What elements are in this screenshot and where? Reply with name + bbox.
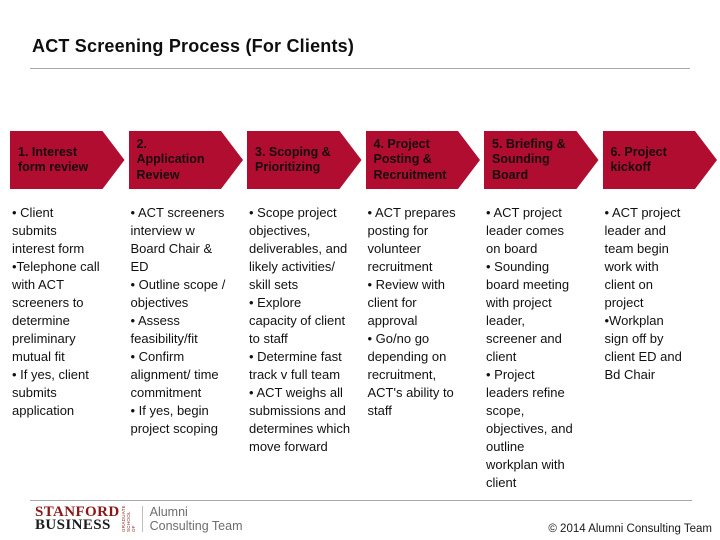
- copyright-text: © 2014 Alumni Consulting Team: [548, 523, 712, 535]
- bullet-item: • If yes, begin project scoping: [130, 403, 218, 436]
- logo-graduate-school-vertical-text: GRADUATE SCHOOL OF: [120, 506, 136, 532]
- bullet-item: • ACT project leader and team begin work…: [604, 205, 681, 310]
- step-details-column-5: • ACT project leader comes on board • So…: [484, 204, 599, 492]
- step-details-column-6: • ACT project leader and team begin work…: [603, 204, 718, 492]
- stanford-business-logo: STANFORD BUSINESS GRADUATE SCHOOL OF Alu…: [35, 504, 243, 534]
- logo-business-line: BUSINESS: [35, 517, 111, 533]
- bullet-item: • ACT prepares posting for volunteer rec…: [367, 205, 456, 274]
- bullet-item: • Go/no go depending on recruitment, ACT…: [367, 331, 454, 418]
- step-details-column-4: • ACT prepares posting for volunteer rec…: [366, 204, 481, 492]
- step-details-column-2: • ACT screeners interview w Board Chair …: [129, 204, 244, 492]
- bullet-item: •Telephone call with ACT screeners to de…: [12, 259, 100, 364]
- bullet-item: •Workplan sign off by client ED and Bd C…: [604, 313, 682, 382]
- bullet-item: • Scope project objectives, deliverables…: [249, 205, 348, 292]
- process-step-arrow-3: 3. Scoping & Prioritizing: [247, 131, 362, 189]
- process-step-arrow-6: 6. Project kickoff: [603, 131, 718, 189]
- process-step-arrow-1: 1. Interest form review: [10, 131, 125, 189]
- step-label: 4. Project Posting & Recruitment: [373, 136, 447, 182]
- bullet-item: • Review with client for approval: [367, 277, 446, 328]
- step-label: 3. Scoping & Prioritizing: [255, 144, 331, 174]
- step-details-grid: • Client submits interest form •Telephon…: [10, 204, 717, 492]
- process-step-arrow-5: 5. Briefing & Sounding Board: [484, 131, 599, 189]
- bullet-item: • ACT project leader comes on board: [486, 205, 565, 256]
- logo-alumni-line: Alumni: [149, 505, 188, 519]
- bullet-item: • Determine fast track v full team: [249, 349, 342, 382]
- logo-consulting-team-line: Consulting Team: [149, 519, 243, 533]
- bullet-item: • Outline scope / objectives: [130, 277, 226, 310]
- step-label: 2. Application Review: [136, 136, 205, 182]
- bullet-item: • Confirm alignment/ time commitment: [130, 349, 219, 400]
- bullet-item: • Explore capacity of client to staff: [249, 295, 346, 346]
- logo-school-text: STANFORD BUSINESS: [35, 504, 120, 533]
- logo-stanford-line: STANFORD: [35, 504, 120, 520]
- process-step-arrow-4: 4. Project Posting & Recruitment: [366, 131, 481, 189]
- bullet-item: • Assess feasibility/fit: [130, 313, 198, 346]
- bullet-item: • Project leaders refine scope, objectiv…: [486, 367, 573, 490]
- step-label: 5. Briefing & Sounding Board: [492, 136, 566, 182]
- bullet-item: • ACT weighs all submissions and determi…: [249, 385, 351, 454]
- page-title: ACT Screening Process (For Clients): [32, 36, 355, 56]
- step-details-column-1: • Client submits interest form •Telephon…: [10, 204, 125, 492]
- logo-alumni-consulting-text: Alumni Consulting Team: [150, 505, 243, 533]
- bullet-item: • ACT screeners interview w Board Chair …: [130, 205, 225, 274]
- step-label: 6. Project kickoff: [610, 144, 667, 174]
- bullet-item: • Client submits interest form: [12, 205, 85, 256]
- step-label: 1. Interest form review: [18, 144, 89, 174]
- bullet-item: • If yes, client submits application: [12, 367, 89, 418]
- process-step-arrow-2: 2. Application Review: [129, 131, 244, 189]
- logo-divider: [141, 506, 143, 532]
- bullet-item: • Sounding board meeting with project le…: [486, 259, 570, 364]
- process-arrows: 1. Interest form review 2. Application R…: [10, 131, 717, 189]
- footer-divider: [30, 500, 692, 501]
- step-details-column-3: • Scope project objectives, deliverables…: [247, 204, 362, 492]
- title-divider: [30, 68, 690, 69]
